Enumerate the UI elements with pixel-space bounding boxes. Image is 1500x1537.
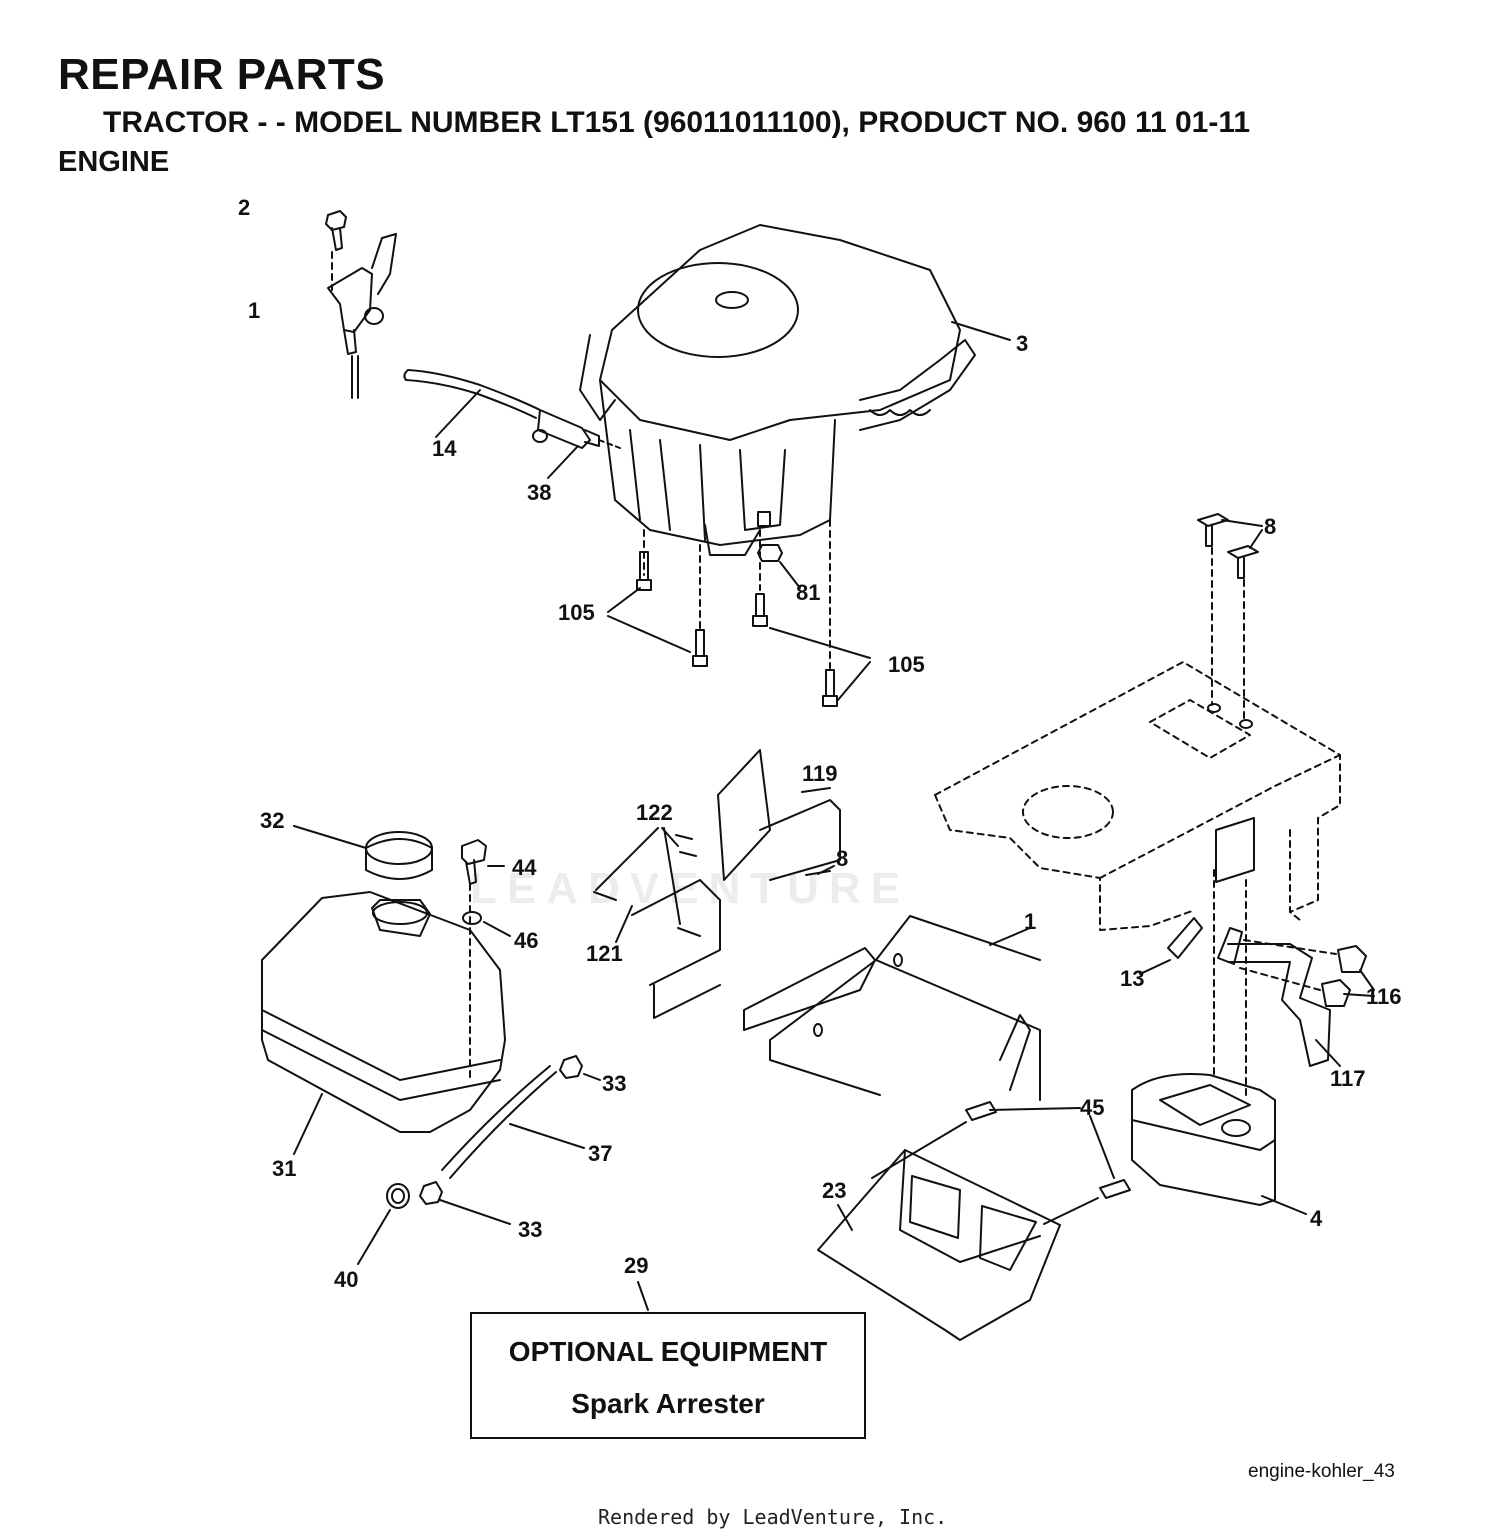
callout-31: 31 (272, 1156, 296, 1181)
render-credit: Rendered by LeadVenture, Inc. (598, 1505, 948, 1529)
callout-29: 29 (624, 1253, 648, 1278)
callout-8: 8 (836, 846, 848, 871)
optional-equipment-heading: OPTIONAL EQUIPMENT (508, 1336, 828, 1367)
callout-121: 121 (586, 941, 623, 966)
callout-23: 23 (822, 1178, 846, 1203)
callout-2: 2 (238, 195, 250, 220)
engine-drawing (579, 224, 1011, 556)
callout-8: 8 (1264, 514, 1276, 539)
callout-44: 44 (512, 855, 537, 880)
callout-1: 1 (248, 298, 260, 323)
frame-drawing (934, 661, 1341, 931)
frame-bolts-drawing (1197, 513, 1263, 729)
callout-46: 46 (514, 928, 538, 953)
mounting-plate-drawing (769, 915, 1041, 1101)
callout-122: 122 (636, 800, 673, 825)
muffler-bracket-drawing (593, 749, 876, 1031)
optional-equipment-item: Spark Arrester (571, 1388, 765, 1419)
section-title: ENGINE (58, 146, 170, 178)
callout-3: 3 (1016, 331, 1028, 356)
callout-33: 33 (602, 1071, 626, 1096)
heat-shield-drawing (817, 1101, 1131, 1341)
callout-81: 81 (796, 580, 820, 605)
callout-1: 1 (1024, 909, 1036, 934)
callout-105: 105 (558, 600, 595, 625)
callout-32: 32 (260, 808, 284, 833)
muffler-drawing (1131, 869, 1307, 1215)
callout-37: 37 (588, 1141, 612, 1166)
callout-117: 117 (1330, 1066, 1366, 1091)
fuel-tank-drawing (261, 825, 511, 1155)
callout-labels: 2 1 3 14 38 105 81 105 8 119 122 32 44 8… (238, 195, 1402, 1292)
model-line: TRACTOR - - MODEL NUMBER LT151 (96011011… (103, 106, 1251, 139)
callout-105: 105 (888, 652, 925, 677)
optional-equipment-box: OPTIONAL EQUIPMENT Spark Arrester (470, 1312, 866, 1439)
fuel-line-drawing (403, 369, 621, 479)
callout-119: 119 (802, 761, 838, 786)
callout-45: 45 (1080, 1095, 1104, 1120)
diagram-reference: engine-kohler_43 (1248, 1461, 1395, 1482)
throttle-control-drawing (325, 210, 397, 399)
tank-fuel-line-drawing (357, 1055, 601, 1265)
callout-116: 116 (1366, 984, 1402, 1009)
callout-38: 38 (527, 480, 551, 505)
callout-33: 33 (518, 1217, 542, 1242)
page-title: REPAIR PARTS (58, 50, 386, 99)
callout-14: 14 (432, 436, 457, 461)
exhaust-pipe-drawing (1139, 817, 1375, 1067)
callout-40: 40 (334, 1267, 358, 1292)
callout-13: 13 (1120, 966, 1144, 991)
callout-4: 4 (1310, 1206, 1323, 1231)
engine-bolts-drawing (607, 519, 871, 707)
